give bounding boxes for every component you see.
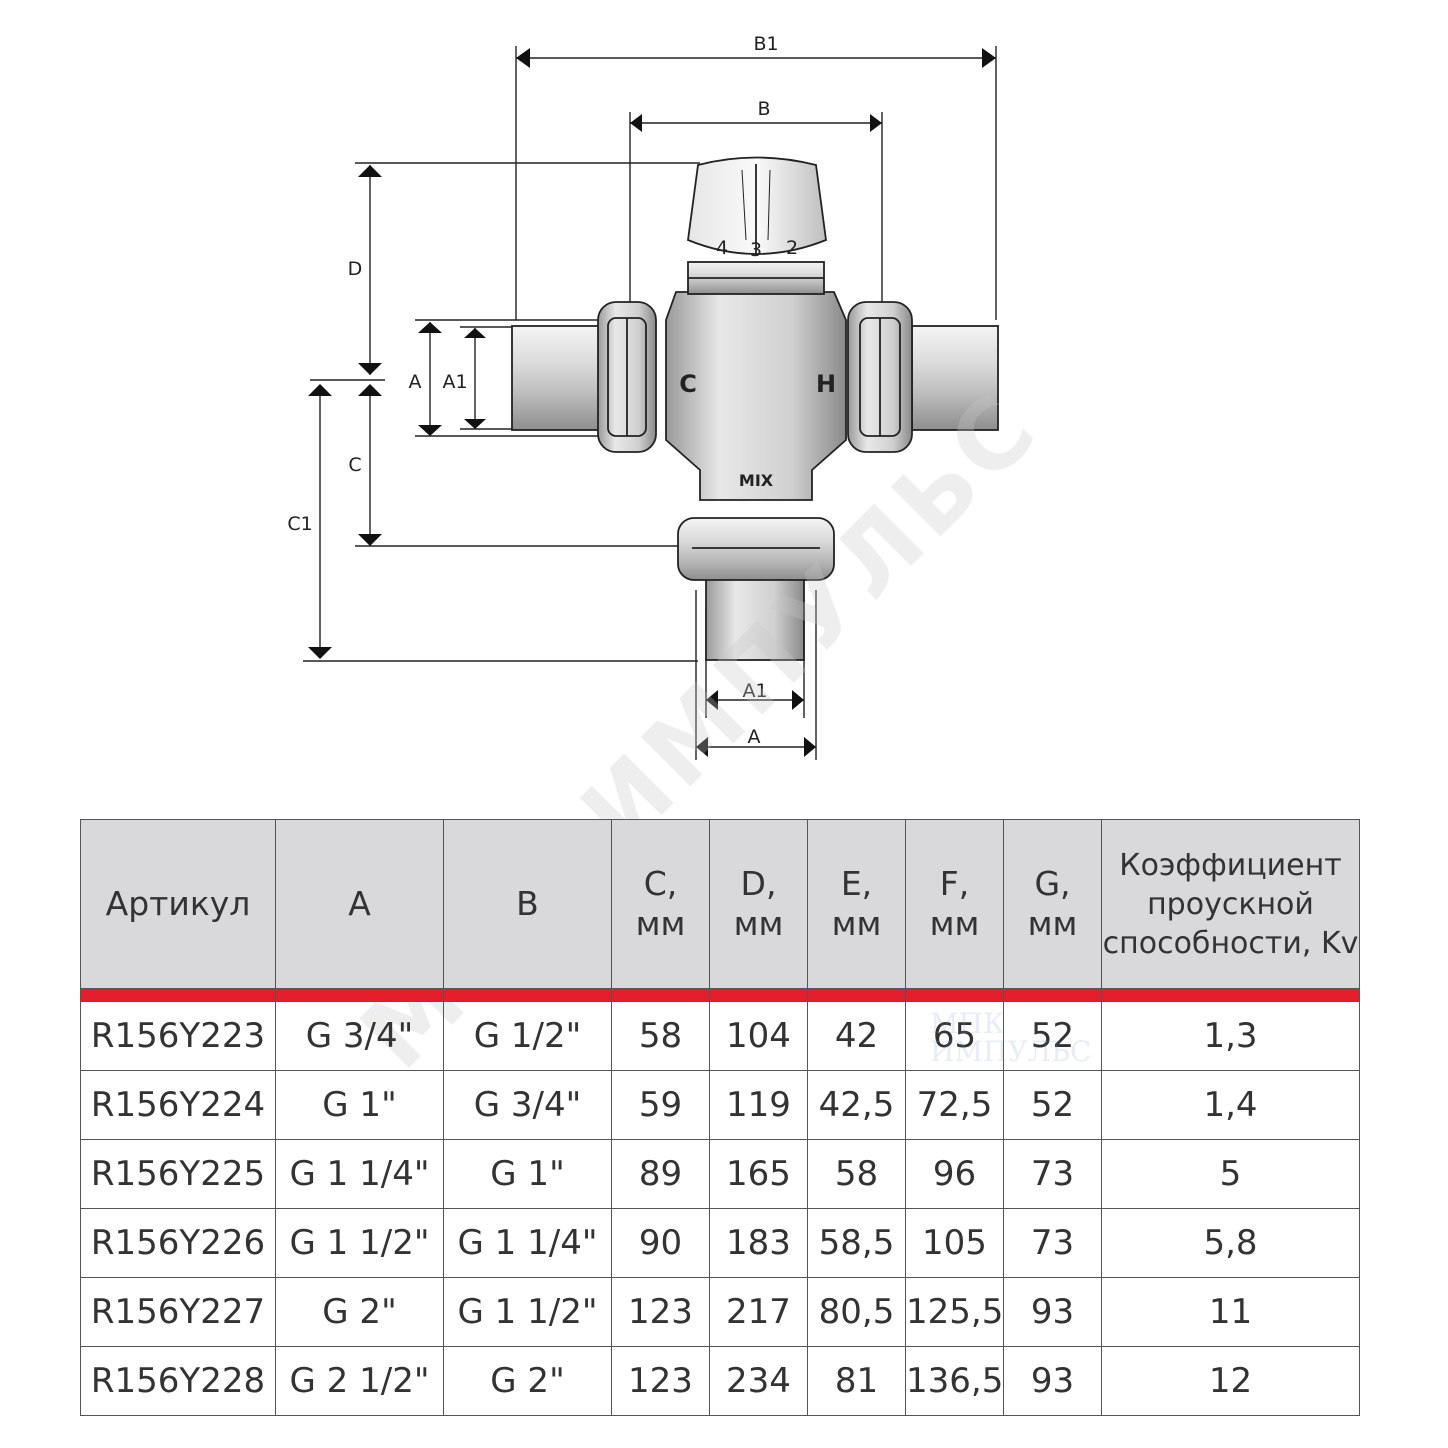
cell-c: 89 [611,1139,710,1209]
cell-d: 104 [709,1001,808,1071]
mixing-valve-illustration [511,156,999,661]
cell-article: R156Y226 [80,1208,276,1278]
cell-b: G 3/4" [443,1070,612,1140]
cell-kv: 5,8 [1101,1208,1360,1278]
cell-a: G 2" [275,1277,444,1347]
cell-e: 80,5 [807,1277,906,1347]
header-e: E,мм [807,819,906,989]
cell-article: R156Y223 [80,1001,276,1071]
mix-port-mark: MIX [739,471,774,490]
cell-g: 73 [1003,1139,1102,1209]
cell-b: G 1" [443,1139,612,1209]
dial-number-3: 3 [750,239,762,261]
header-f: F,мм [905,819,1004,989]
cell-b: G 1 1/4" [443,1208,612,1278]
cell-e: 58,5 [807,1208,906,1278]
dim-label-b1: B1 [753,33,778,55]
dim-label-d: D [348,258,363,280]
cell-kv: 1,4 [1101,1070,1360,1140]
cell-a: G 3/4" [275,1001,444,1071]
header-article: Артикул [80,819,276,989]
cell-a: G 1" [275,1070,444,1140]
dim-label-a1-left: A1 [442,371,467,393]
cell-a: G 1 1/4" [275,1139,444,1209]
cell-kv: 5 [1101,1139,1360,1209]
cell-article: R156Y224 [80,1070,276,1140]
cell-c: 123 [611,1277,710,1347]
table-header-row: Артикул A B C,мм D,мм E,мм F,мм G,мм Коэ… [80,819,1360,989]
cell-e: 42,5 [807,1070,906,1140]
table-row: R156Y224 G 1" G 3/4" 59 119 42,5 72,5 52… [80,1070,1360,1140]
header-g: G,мм [1003,819,1102,989]
header-b: B [443,819,612,989]
cell-d: 119 [709,1070,808,1140]
cell-kv: 11 [1101,1277,1360,1347]
table-row: R156Y226 G 1 1/2" G 1 1/4" 90 183 58,5 1… [80,1208,1360,1278]
cell-e: 58 [807,1139,906,1209]
hot-port-mark: H [816,370,836,398]
cell-f: 96 [905,1139,1004,1209]
dial-number-4: 4 [716,237,728,259]
cell-c: 59 [611,1070,710,1140]
cell-f: 136,5 [905,1346,1004,1416]
cell-d: 165 [709,1139,808,1209]
cell-c: 58 [611,1001,710,1071]
cell-g: 52 [1003,1001,1102,1071]
dim-label-a-bottom: A [748,726,761,748]
header-d: D,мм [709,819,808,989]
specification-table: Артикул A B C,мм D,мм E,мм F,мм G,мм Коэ… [80,819,1360,1416]
valve-dimension-drawing: B1 B D A A1 C C1 A1 A 4 3 [287,33,999,760]
dial-number-2: 2 [786,237,798,259]
cell-a: G 1 1/2" [275,1208,444,1278]
cell-g: 93 [1003,1346,1102,1416]
cell-d: 183 [709,1208,808,1278]
cell-g: 73 [1003,1208,1102,1278]
cell-b: G 1 1/2" [443,1277,612,1347]
cell-f: 125,5 [905,1277,1004,1347]
cell-article: R156Y228 [80,1346,276,1416]
cell-kv: 12 [1101,1346,1360,1416]
cell-d: 217 [709,1277,808,1347]
cell-e: 81 [807,1346,906,1416]
dim-label-b: B [757,98,770,120]
cell-g: 93 [1003,1277,1102,1347]
cell-d: 234 [709,1346,808,1416]
cell-kv: 1,3 [1101,1001,1360,1071]
table-row: R156Y228 G 2 1/2" G 2" 123 234 81 136,5 … [80,1346,1360,1416]
table-row: R156Y227 G 2" G 1 1/2" 123 217 80,5 125,… [80,1277,1360,1347]
cell-b: G 2" [443,1346,612,1416]
cell-b: G 1/2" [443,1001,612,1071]
cell-f: 72,5 [905,1070,1004,1140]
cell-g: 52 [1003,1070,1102,1140]
cell-a: G 2 1/2" [275,1346,444,1416]
cell-f: 105 [905,1208,1004,1278]
table-row: R156Y223 G 3/4" G 1/2" 58 104 42 65 52 1… [80,1001,1360,1071]
cell-article: R156Y225 [80,1139,276,1209]
dim-label-a-left: A [409,371,422,393]
cell-article: R156Y227 [80,1277,276,1347]
dim-label-a1-bottom: A1 [742,680,767,702]
dim-label-c: C [348,454,361,476]
table-row: R156Y225 G 1 1/4" G 1" 89 165 58 96 73 5 [80,1139,1360,1209]
cell-f: 65 [905,1001,1004,1071]
dim-label-c1: C1 [287,513,312,535]
cell-c: 90 [611,1208,710,1278]
cell-c: 123 [611,1346,710,1416]
header-c: C,мм [611,819,710,989]
header-a: A [275,819,444,989]
cell-e: 42 [807,1001,906,1071]
accent-divider-row [80,988,1360,1002]
cold-port-mark: C [679,370,697,398]
